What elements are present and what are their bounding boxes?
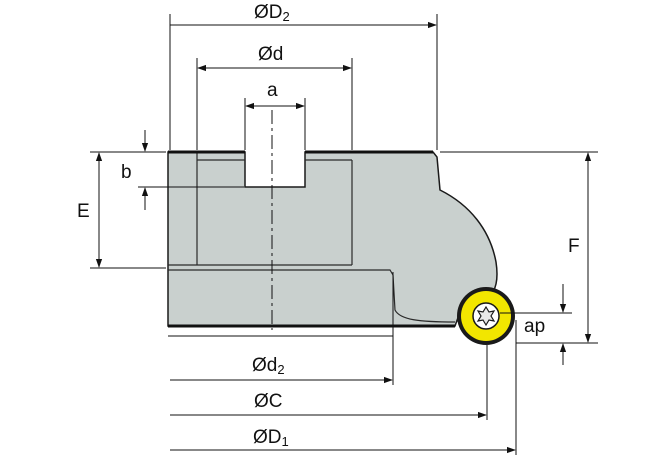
- torx-screw-icon: [476, 305, 496, 327]
- label-b: b: [121, 162, 132, 183]
- dim-d: Ød: [196, 44, 353, 150]
- dim-F: F: [440, 151, 598, 344]
- round-insert-icon: [457, 287, 515, 345]
- label-F: F: [568, 236, 580, 257]
- dim-ap: ap: [500, 284, 572, 365]
- dim-E: E: [77, 151, 166, 269]
- step-line: [168, 269, 456, 323]
- cutter-body-outline: [167, 151, 498, 327]
- dim-a: a: [244, 80, 306, 150]
- label-D2: ØD2: [254, 2, 290, 24]
- label-C: ØC: [254, 391, 283, 412]
- cutter-body: [167, 110, 498, 330]
- label-d2: Ød2: [252, 355, 285, 377]
- dim-C: ØC: [170, 345, 488, 420]
- dim-D2: ØD2: [169, 2, 438, 150]
- label-d: Ød: [258, 44, 283, 65]
- dim-d2: Ød2: [168, 272, 394, 385]
- label-ap: ap: [524, 316, 545, 337]
- dim-b: b: [118, 130, 244, 210]
- label-D1: ØD1: [253, 427, 289, 449]
- label-a: a: [267, 80, 278, 101]
- dim-D1: ØD1: [170, 320, 517, 455]
- label-E: E: [77, 201, 90, 222]
